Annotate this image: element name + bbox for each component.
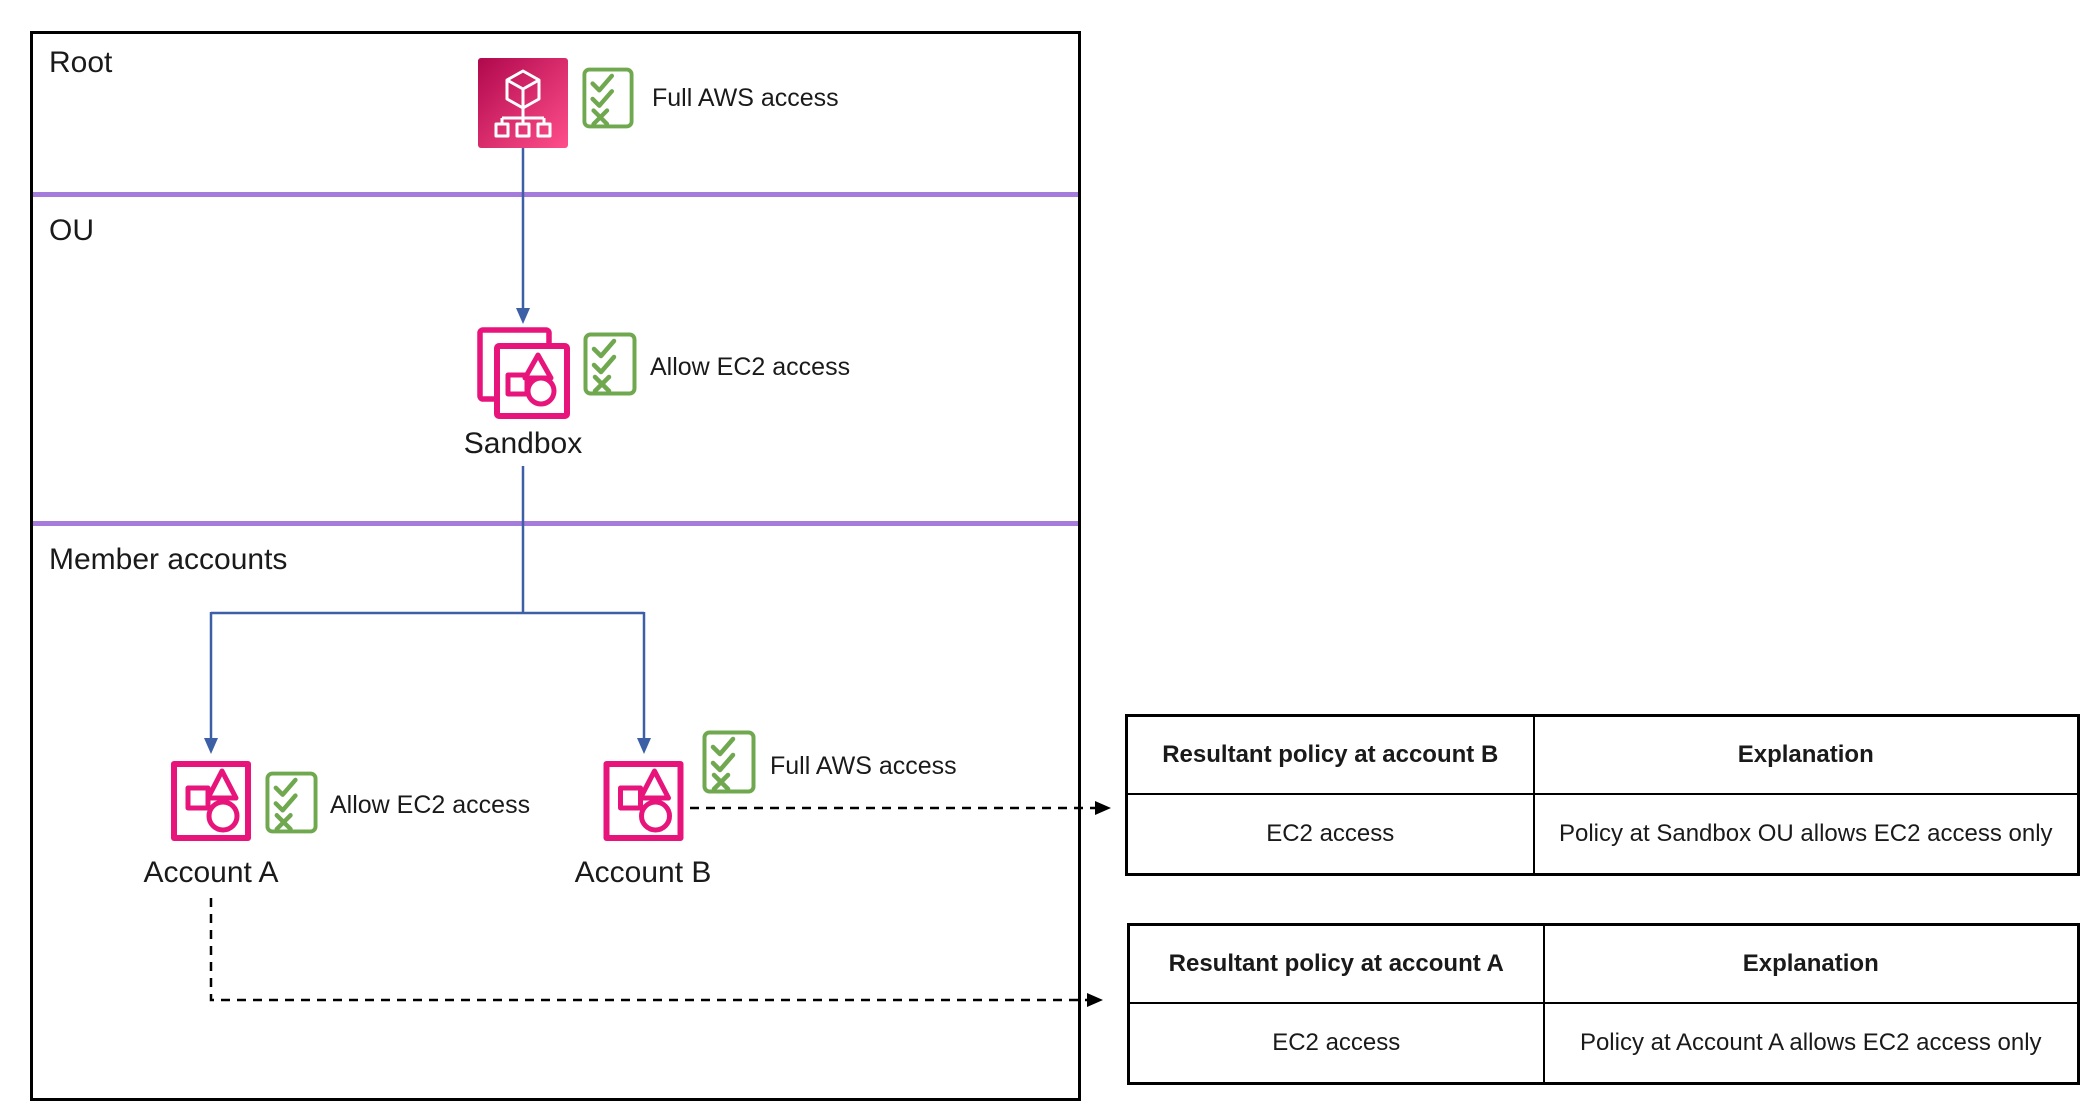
resultant-policy-table-account-a: Resultant policy at account A Explanatio… — [1127, 923, 2080, 1085]
table-cell: EC2 access — [1125, 793, 1535, 876]
policy-checklist-icon — [702, 729, 756, 795]
account-a-name-label: Account A — [143, 856, 279, 889]
ou-member-divider — [33, 521, 1078, 526]
table-cell: Policy at Account A allows EC2 access on… — [1542, 1002, 2080, 1085]
account-b-name-label: Account B — [574, 856, 712, 889]
policy-checklist-icon — [265, 771, 318, 834]
table-row: EC2 access Policy at Account A allows EC… — [1127, 1002, 2080, 1085]
root-ou-divider — [33, 192, 1078, 197]
table-header-cell: Resultant policy at account B — [1125, 714, 1535, 795]
account-b-policy-label: Full AWS access — [770, 752, 957, 780]
account-icon — [170, 760, 252, 842]
root-policy-label: Full AWS access — [652, 84, 839, 112]
ou-name-label: Sandbox — [463, 427, 583, 460]
section-label-root: Root — [49, 46, 113, 79]
policy-checklist-icon — [582, 66, 634, 130]
table-header-cell: Resultant policy at account A — [1127, 923, 1545, 1004]
ou-policy-label: Allow EC2 access — [650, 353, 851, 381]
organizational-unit-icon — [477, 327, 570, 419]
policy-checklist-icon — [583, 332, 637, 396]
table-header-row: Resultant policy at account B Explanatio… — [1125, 714, 2080, 795]
table-row: EC2 access Policy at Sandbox OU allows E… — [1125, 793, 2080, 876]
organization-container-box — [30, 31, 1081, 1101]
table-header-cell: Explanation — [1542, 923, 2080, 1004]
section-label-member-accounts: Member accounts — [49, 543, 288, 576]
table-header-cell: Explanation — [1532, 714, 2080, 795]
section-label-ou: OU — [49, 214, 94, 247]
organizations-root-icon — [478, 58, 568, 148]
table-cell: EC2 access — [1127, 1002, 1545, 1085]
table-header-row: Resultant policy at account A Explanatio… — [1127, 923, 2080, 1004]
table-cell: Policy at Sandbox OU allows EC2 access o… — [1532, 793, 2080, 876]
account-a-policy-label: Allow EC2 access — [330, 791, 531, 819]
account-icon — [602, 760, 685, 842]
resultant-policy-table-account-b: Resultant policy at account B Explanatio… — [1125, 714, 2080, 876]
